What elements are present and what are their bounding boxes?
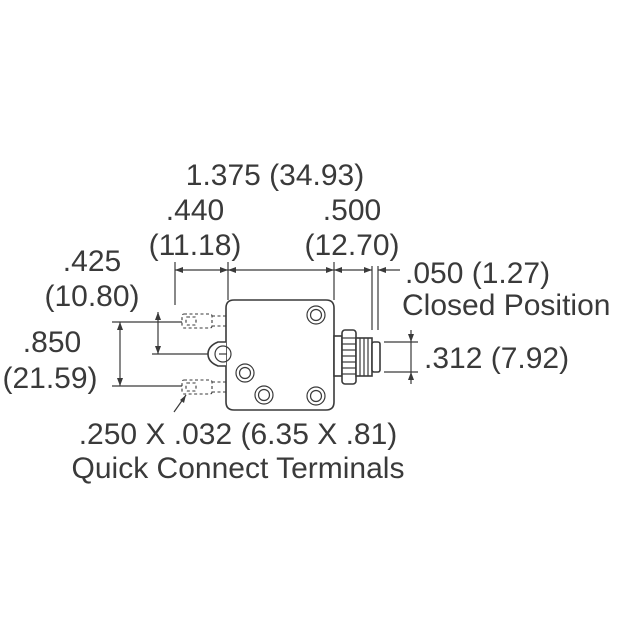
terminal-type-label: Quick Connect Terminals bbox=[72, 452, 405, 485]
terminal-offset-mm-label: (11.18) bbox=[149, 229, 242, 262]
terminal-size-label: .250 X .032 (6.35 X .81) bbox=[79, 418, 398, 451]
terminal-stud-icon bbox=[235, 363, 255, 383]
button-travel-note-label: Closed Position bbox=[402, 289, 610, 322]
top-dimension-lines bbox=[174, 262, 400, 330]
terminal-spacing-mm-label: (21.59) bbox=[2, 362, 97, 395]
mounting-hole-icon bbox=[306, 305, 326, 325]
overall-width-label: 1.375 (34.93) bbox=[186, 159, 364, 192]
body-to-bushing-in-label: .500 bbox=[323, 194, 381, 227]
terminal-spacing-in-label: .850 bbox=[23, 326, 81, 359]
breaker-body bbox=[207, 299, 335, 411]
terminal-offset-in-label: .440 bbox=[166, 194, 224, 227]
terminal-stud-icon bbox=[254, 385, 274, 405]
button-diameter-label: .312 (7.92) bbox=[424, 342, 569, 375]
body-to-bushing-mm-label: (12.70) bbox=[304, 229, 399, 262]
left-dimension-lines bbox=[112, 312, 215, 387]
screw-icon bbox=[214, 345, 232, 363]
button-travel-label: .050 (1.27) bbox=[405, 257, 550, 290]
quick-connect-terminals bbox=[173, 313, 226, 413]
terminal-height-in-label: .425 bbox=[63, 245, 121, 278]
reset-button-icon bbox=[371, 341, 381, 373]
button-diameter-dimension bbox=[384, 330, 418, 384]
mounting-hole-icon bbox=[306, 386, 326, 406]
bushing-assembly bbox=[333, 329, 381, 385]
terminal-height-mm-label: (10.80) bbox=[44, 280, 139, 313]
